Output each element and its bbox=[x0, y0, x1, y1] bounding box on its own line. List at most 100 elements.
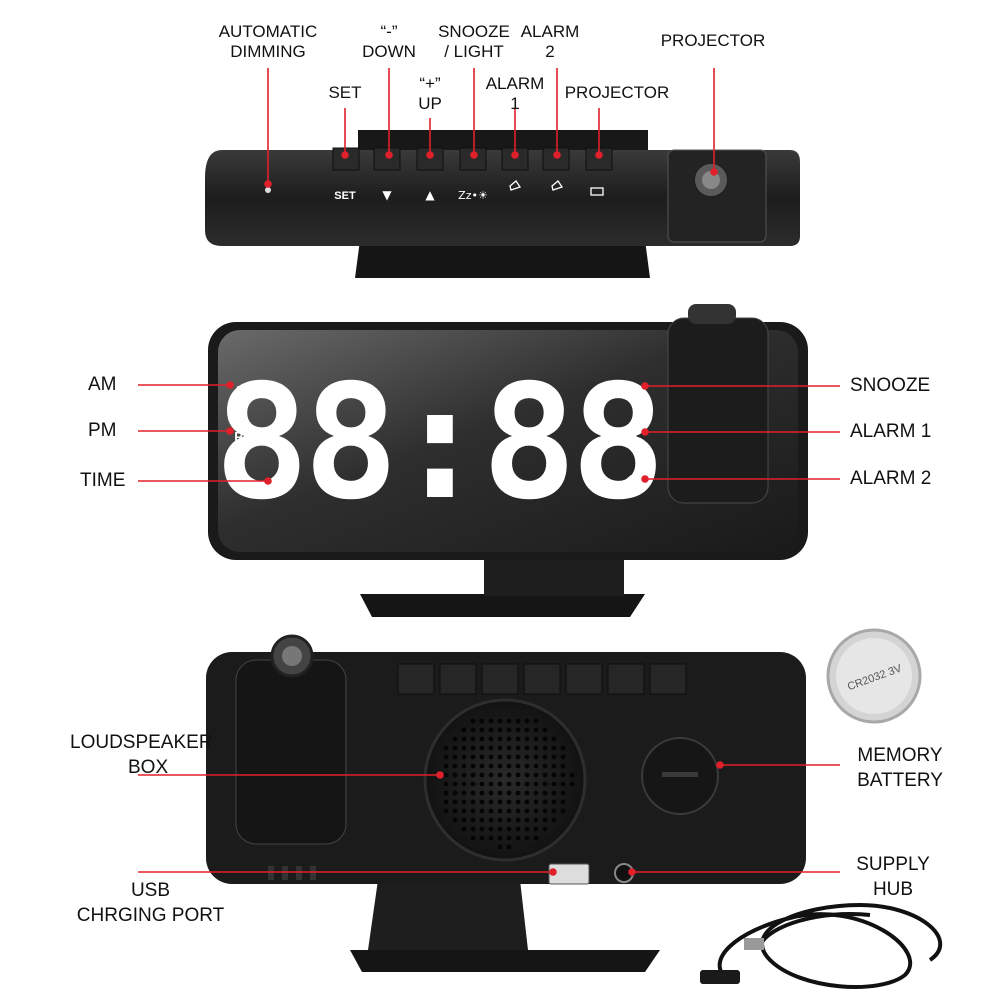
speaker-hole bbox=[515, 835, 521, 841]
speaker-hole bbox=[470, 736, 476, 742]
display-snooze-icon: Zᶻ bbox=[623, 380, 638, 397]
alarm2-button[interactable] bbox=[542, 147, 570, 171]
speaker-hole bbox=[542, 790, 548, 796]
light-sensor-icon bbox=[265, 187, 271, 193]
back-button-1[interactable] bbox=[397, 663, 435, 695]
back-button-5[interactable] bbox=[565, 663, 603, 695]
speaker-hole bbox=[506, 826, 512, 832]
speaker-hole bbox=[533, 727, 539, 733]
speaker-hole bbox=[506, 817, 512, 823]
speaker-hole bbox=[542, 808, 548, 814]
label-time: TIME bbox=[80, 470, 126, 491]
speaker-hole bbox=[488, 817, 494, 823]
speaker-hole bbox=[452, 808, 458, 814]
speaker-hole bbox=[488, 745, 494, 751]
speaker-hole bbox=[479, 826, 485, 832]
display-pm: PM bbox=[234, 429, 254, 444]
speaker-hole bbox=[461, 772, 467, 778]
speaker-hole bbox=[443, 763, 449, 769]
speaker-hole bbox=[461, 781, 467, 787]
back-base-foot bbox=[350, 950, 660, 972]
speaker-hole bbox=[551, 772, 557, 778]
speaker-hole bbox=[524, 808, 530, 814]
set-button[interactable] bbox=[332, 147, 360, 171]
label-projector-button: PROJECTOR bbox=[564, 83, 670, 102]
speaker-hole bbox=[524, 718, 530, 724]
label-automatic-dimming: AUTOMATIC DIMMING bbox=[218, 22, 318, 61]
back-button-2[interactable] bbox=[439, 663, 477, 695]
speaker-hole bbox=[551, 808, 557, 814]
speaker-hole bbox=[479, 745, 485, 751]
label-alarm2: ALARM 2 bbox=[850, 468, 932, 489]
speaker-hole bbox=[551, 790, 557, 796]
speaker-hole bbox=[461, 808, 467, 814]
front-base-foot bbox=[360, 594, 645, 617]
speaker-hole bbox=[443, 799, 449, 805]
speaker-hole bbox=[497, 727, 503, 733]
speaker-hole bbox=[533, 763, 539, 769]
speaker-hole bbox=[560, 781, 566, 787]
battery-cover-slot bbox=[662, 772, 698, 777]
speaker-hole bbox=[497, 736, 503, 742]
speaker-hole bbox=[479, 763, 485, 769]
back-button-3[interactable] bbox=[481, 663, 519, 695]
down-arrow-icon: ▼ bbox=[382, 188, 392, 202]
speaker-hole bbox=[488, 826, 494, 832]
speaker-hole bbox=[443, 745, 449, 751]
speaker-hole bbox=[551, 745, 557, 751]
speaker-hole bbox=[542, 745, 548, 751]
back-button-4[interactable] bbox=[523, 663, 561, 695]
speaker-hole bbox=[497, 826, 503, 832]
speaker-hole bbox=[470, 835, 476, 841]
up-arrow-icon: ▲ bbox=[425, 188, 435, 202]
top-projector-lens-inner bbox=[702, 171, 720, 189]
usb-port[interactable] bbox=[548, 863, 590, 885]
speaker-hole bbox=[506, 808, 512, 814]
speaker-hole bbox=[470, 817, 476, 823]
speaker-hole bbox=[524, 799, 530, 805]
back-button-6[interactable] bbox=[607, 663, 645, 695]
speaker-hole bbox=[506, 790, 512, 796]
speaker-hole bbox=[533, 745, 539, 751]
snooze-light-button[interactable] bbox=[459, 147, 487, 171]
speaker-hole bbox=[461, 727, 467, 733]
front-callout-lines bbox=[138, 381, 840, 485]
label-pm: PM bbox=[88, 420, 117, 441]
label-supply-hub: SUPPLY HUB bbox=[856, 854, 930, 900]
speaker-hole bbox=[479, 736, 485, 742]
speaker-hole bbox=[542, 727, 548, 733]
speaker-hole bbox=[470, 799, 476, 805]
display-alarm1-bell-icon bbox=[623, 428, 638, 442]
down-button[interactable] bbox=[373, 147, 401, 171]
coin-battery: CR2032 3V bbox=[826, 628, 922, 724]
speaker-hole bbox=[551, 817, 557, 823]
speaker-hole bbox=[506, 745, 512, 751]
front-view bbox=[208, 304, 808, 617]
speaker-hole bbox=[488, 790, 494, 796]
speaker-hole bbox=[443, 754, 449, 760]
back-button-7[interactable] bbox=[649, 663, 687, 695]
speaker-hole bbox=[533, 718, 539, 724]
speaker-hole bbox=[479, 772, 485, 778]
speaker-hole bbox=[515, 799, 521, 805]
back-callout-lines bbox=[138, 761, 840, 876]
speaker-hole bbox=[497, 772, 503, 778]
back-projector-housing bbox=[235, 659, 347, 845]
speaker-hole bbox=[470, 790, 476, 796]
speaker-hole bbox=[443, 808, 449, 814]
top-view: SET ▼ ▲ Zz•☀ bbox=[205, 130, 800, 278]
speaker-hole bbox=[542, 781, 548, 787]
speaker-hole bbox=[533, 808, 539, 814]
speaker-hole bbox=[569, 772, 575, 778]
speaker-hole bbox=[560, 808, 566, 814]
speaker-hole bbox=[506, 754, 512, 760]
power-cable bbox=[717, 902, 943, 989]
speaker-hole bbox=[461, 754, 467, 760]
speaker-hole bbox=[524, 736, 530, 742]
speaker-hole bbox=[470, 808, 476, 814]
speaker-hole bbox=[443, 772, 449, 778]
speaker-hole bbox=[506, 781, 512, 787]
speaker-hole bbox=[506, 736, 512, 742]
speaker-hole bbox=[515, 817, 521, 823]
label-loudspeaker-box: LOUDSPEAKER BOX bbox=[70, 732, 213, 778]
